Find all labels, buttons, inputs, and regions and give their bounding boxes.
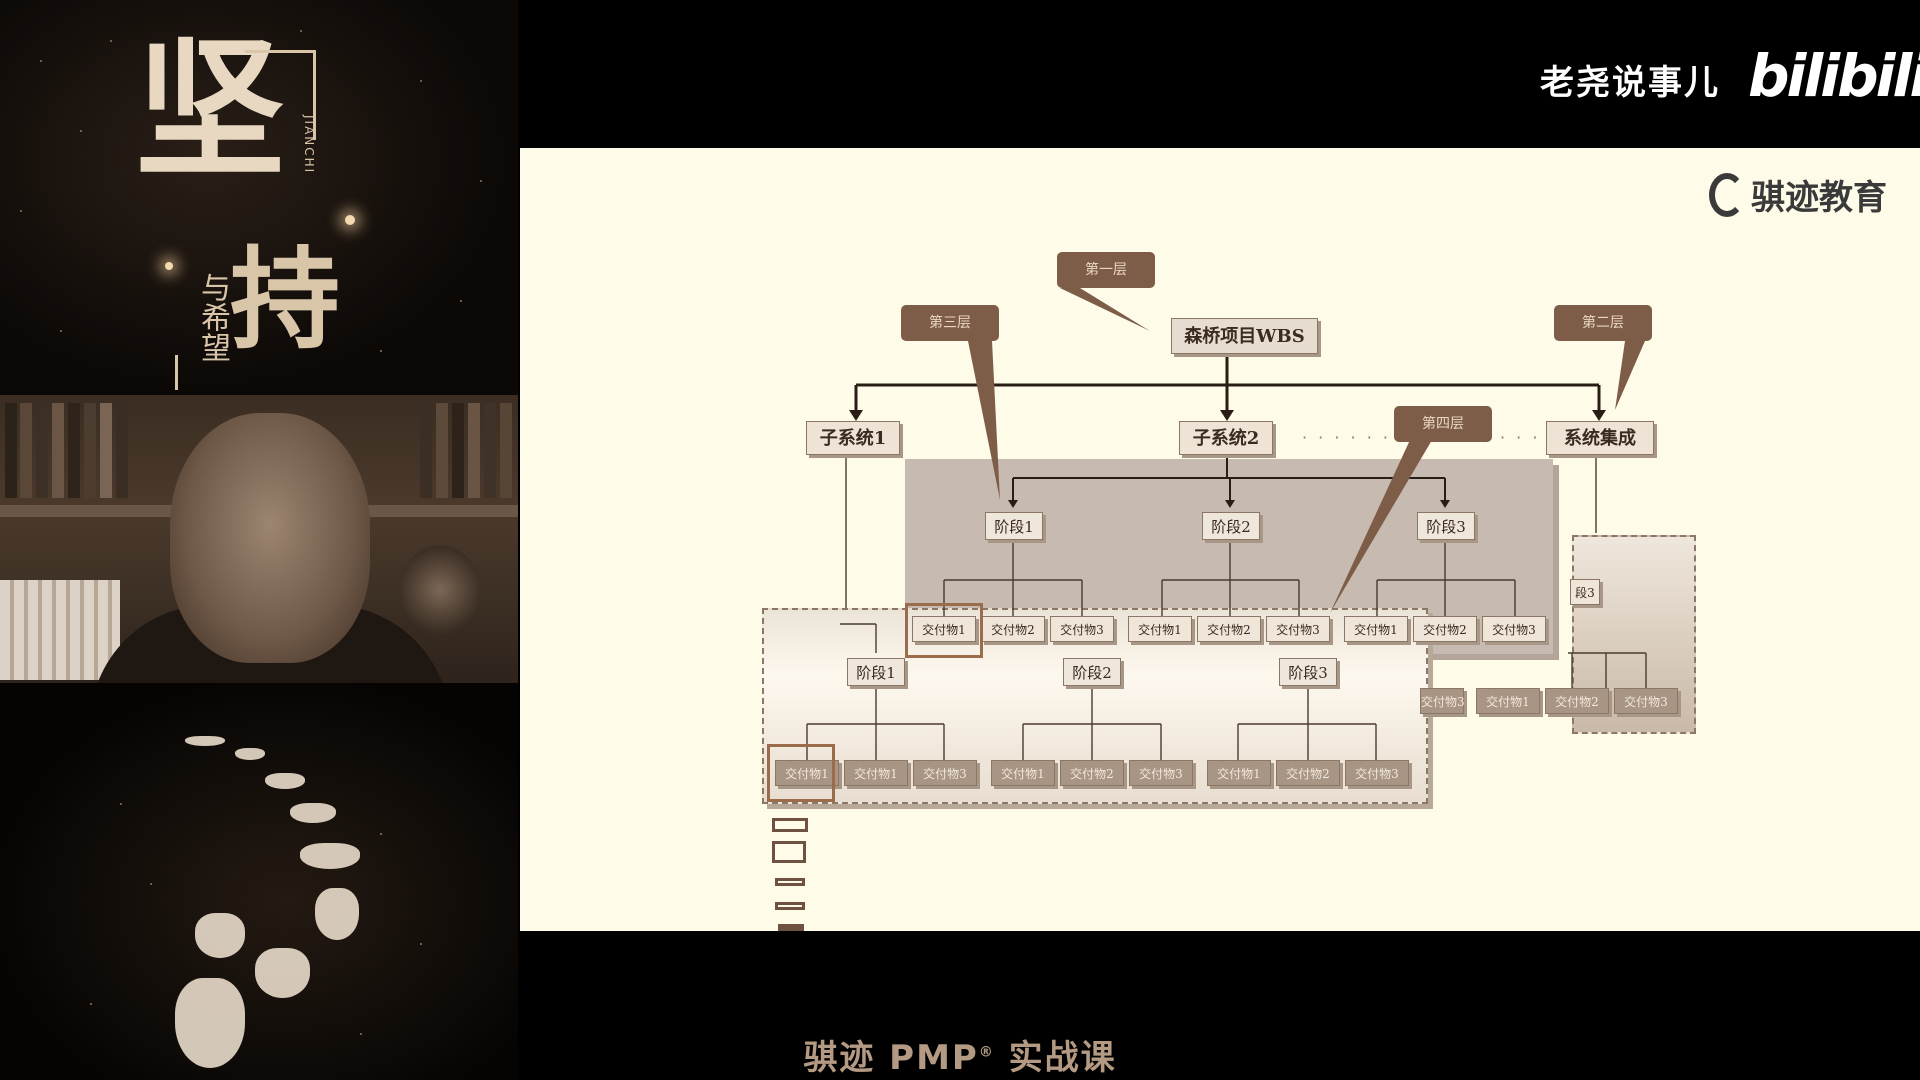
presentation-slide: 骐迹教育 段3 xyxy=(520,148,1920,931)
spark-light xyxy=(345,215,355,225)
wbs-deliverable-box: 交付物1 xyxy=(775,760,839,786)
callout-level4: 第四层 xyxy=(1394,406,1492,442)
wbs-deliverable-box: 交付物2 xyxy=(1197,616,1261,642)
legend-marker xyxy=(775,878,805,886)
wbs-deliverable-box: 交付物1 xyxy=(1128,616,1192,642)
wbs-deliverable-box: 交付物2 xyxy=(1276,760,1340,786)
wbs-deliverable-box: 交付物3 xyxy=(1345,760,1409,786)
plant xyxy=(400,545,480,635)
wbs-deliverable-box: 交付物2 xyxy=(1060,760,1124,786)
wbs-connectors xyxy=(806,288,1647,760)
wbs-deliverable-box: 交付物1 xyxy=(844,760,908,786)
deco-line xyxy=(313,50,316,140)
wbs-phase-box: 阶段1 xyxy=(847,658,905,686)
wbs-deliverable-box: 交付物2 xyxy=(1545,688,1609,714)
wbs-deliverable-box: 交付物2 xyxy=(1413,616,1477,642)
wbs-deliverable-box: 交付物1 xyxy=(1476,688,1540,714)
callout-level3: 第三层 xyxy=(901,305,999,341)
wbs-deliverable-box: 交付物2 xyxy=(981,616,1045,642)
wbs-subsystem-box: 子系统1 xyxy=(806,421,900,455)
wbs-phase-box: 阶段3 xyxy=(1417,512,1475,540)
calligraphy-second: 持 xyxy=(230,235,340,364)
wbs-subsystem-box: 子系统2 xyxy=(1179,421,1273,455)
wbs-phase-box: 阶段2 xyxy=(1063,658,1121,686)
wbs-root-box: 森桥项目WBS xyxy=(1171,318,1318,354)
wbs-deliverable-box: 交付物3 xyxy=(1266,616,1330,642)
legend-marker xyxy=(772,841,806,863)
calligraphy-small: 与希望 xyxy=(195,272,230,362)
wbs-deliverable-box: 交付物3 xyxy=(1482,616,1546,642)
pinyin-label: JIANCHI xyxy=(302,115,316,175)
company-logo-icon xyxy=(1709,172,1745,217)
wbs-deliverable-box: 交付物1 xyxy=(991,760,1055,786)
ellipsis: · · · xyxy=(1500,428,1541,447)
wbs-deliverable-box: 交付物3 xyxy=(1129,760,1193,786)
calligraphy-main: 坚 xyxy=(135,22,286,198)
registered-mark: ® xyxy=(978,1044,995,1061)
subtitle-text: 骐迹 PMP xyxy=(803,1038,979,1078)
wbs-phase-box: 阶段2 xyxy=(1202,512,1260,540)
wbs-deliverable-box: 交付物1 xyxy=(1207,760,1271,786)
bilibili-logo: bilibili xyxy=(1748,42,1920,110)
webcam-feed xyxy=(0,395,518,683)
legend-marker xyxy=(772,818,808,832)
wbs-phase-box: 阶段3 xyxy=(1279,658,1337,686)
wbs-subsystem-box: 系统集成 xyxy=(1546,421,1654,455)
wbs-phase-box: 阶段1 xyxy=(985,512,1043,540)
wbs-deliverable-box: 交付物1 xyxy=(912,616,976,642)
deco-line xyxy=(175,355,178,390)
wbs-deliverable-box: 交付物3 xyxy=(1050,616,1114,642)
wbs-deliverable-box: 交付物3 xyxy=(913,760,977,786)
poster-panel: 坚 持 与希望 JIANCHI xyxy=(0,0,518,395)
callout-level2: 第二层 xyxy=(1554,305,1652,341)
legend-marker xyxy=(778,924,804,931)
legend-marker xyxy=(775,902,805,910)
callout-level1: 第一层 xyxy=(1057,252,1155,288)
person-head xyxy=(170,413,370,663)
company-logo: 骐迹教育 xyxy=(1709,170,1887,219)
spark-light xyxy=(165,262,173,270)
wbs-phase-box: 段3 xyxy=(1570,579,1600,605)
ellipsis: · · · · · · xyxy=(1302,428,1391,447)
deco-line xyxy=(245,50,315,53)
wbs-deliverable-box: 交付物1 xyxy=(1344,616,1408,642)
wbs-deliverable-box: 交付物3 xyxy=(1420,688,1465,714)
subtitle-text-2: 实战课 xyxy=(994,1038,1117,1078)
highlight-frame xyxy=(905,603,983,658)
footprints-panel xyxy=(0,683,518,1080)
highlight-frame xyxy=(767,744,835,802)
company-logo-text: 骐迹教育 xyxy=(1751,178,1887,218)
wbs-deliverable-box: 交付物3 xyxy=(1614,688,1678,714)
channel-name: 老尧说事儿 xyxy=(1540,63,1720,103)
course-subtitle: 骐迹 PMP® 实战课 xyxy=(0,1030,1920,1079)
